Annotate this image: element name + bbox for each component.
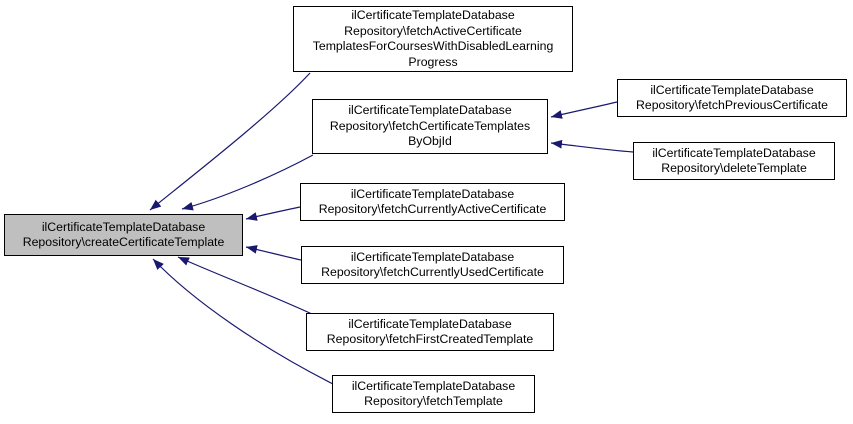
node-fetch-previous-certificate[interactable]: ilCertificateTemplateDatabase Repository… [617,79,847,117]
node-fetch-first-created-template[interactable]: ilCertificateTemplateDatabase Repository… [306,313,554,351]
edge-fetch-by-objid-to-create [181,154,314,211]
edge-fetch-previous-to-fetch-by-objid [550,101,618,119]
edge-fetch-active-to-create [149,72,311,211]
node-fetch-currently-active-certificate[interactable]: ilCertificateTemplateDatabase Repository… [300,183,565,221]
edge-fetch-currently-used-to-create [245,245,302,261]
edge-fetch-template-to-create [152,258,334,385]
edge-fetch-first-created-to-create [177,256,313,315]
node-fetch-certificate-templates-by-objid[interactable]: ilCertificateTemplateDatabase Repository… [312,99,548,154]
node-fetch-template[interactable]: ilCertificateTemplateDatabase Repository… [332,375,535,413]
edge-delete-template-to-fetch-by-objid [550,139,634,153]
node-fetch-currently-used-certificate[interactable]: ilCertificateTemplateDatabase Repository… [301,246,564,284]
node-delete-template[interactable]: ilCertificateTemplateDatabase Repository… [633,142,835,180]
edge-fetch-currently-active-to-create [245,206,301,221]
node-fetch-active-certificate-templates-for-courses-with-disabled-learning-progress[interactable]: ilCertificateTemplateDatabase Repository… [293,6,573,72]
node-create-certificate-template[interactable]: ilCertificateTemplateDatabase Repository… [4,214,243,256]
